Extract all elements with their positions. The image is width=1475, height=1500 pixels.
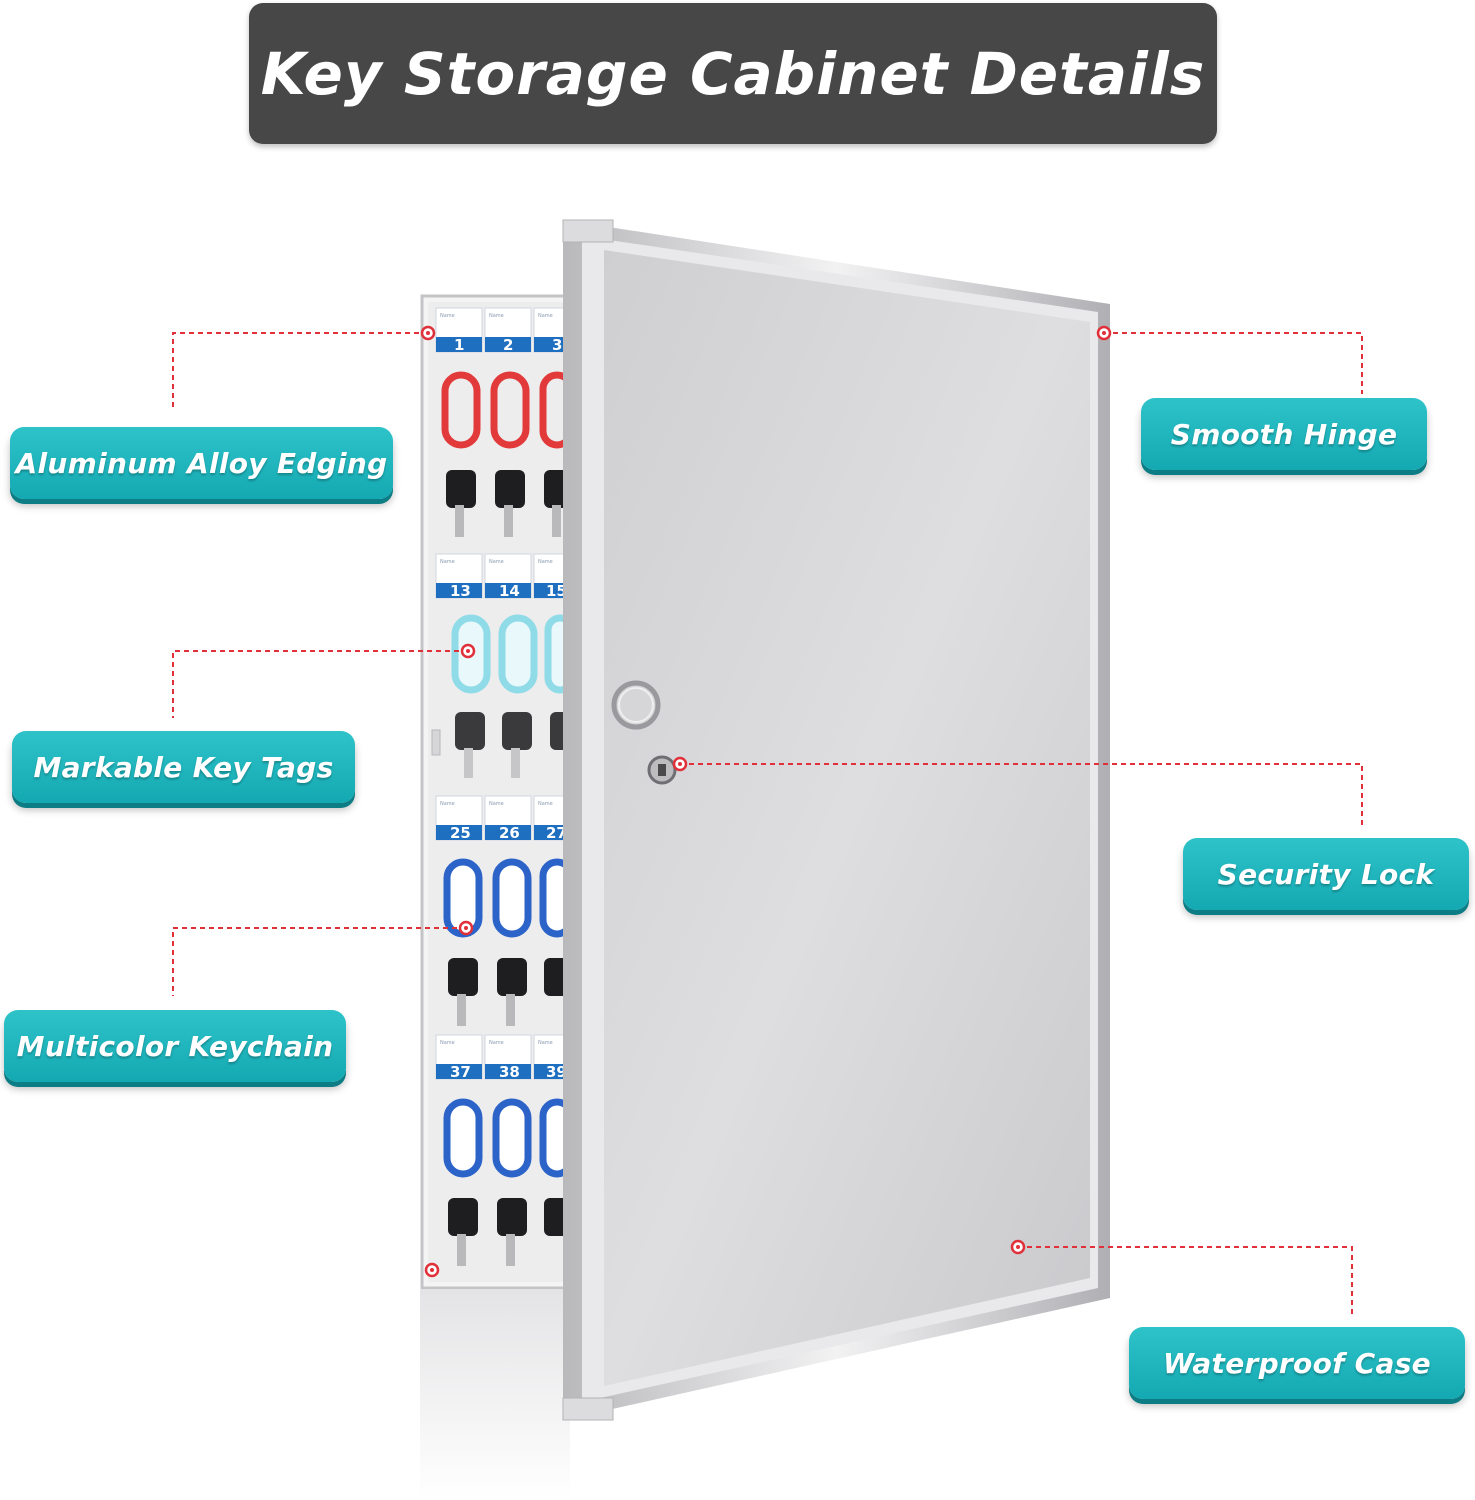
slot-row-3: Name 25 Name 26 Name 27 [435,795,571,842]
slot-number: 27 [546,824,567,842]
slot-number: 25 [450,824,471,842]
slot-name-label: Name [489,313,504,319]
callout-label: Smooth Hinge [1170,417,1398,451]
page-title: Key Storage Cabinet Details [260,39,1206,108]
callout-multicolor-keychain: Multicolor Keychain [4,1010,346,1082]
slot-name-label: Name [440,801,455,807]
slot-name-label: Name [440,313,455,319]
slot-name-label: Name [489,559,504,565]
slot-number: 1 [454,336,464,354]
leader-lines [172,332,1363,1318]
slot-number: 15 [546,582,567,600]
slot-number: 14 [499,582,520,600]
slot-row-1: Name 1 Name 2 Name 3 [435,307,571,354]
leader-markers [420,325,1112,1278]
leader-line-waterproof [1018,1246,1353,1318]
slot-name-label: Name [440,1040,455,1046]
slot-name-label: Name [538,801,553,807]
cabinet-interior: Name 1 Name 2 Name 3 Name 13 Name 14 Nam… [420,294,576,1290]
title-banner: Key Storage Cabinet Details [249,3,1217,144]
leader-line-lock [680,763,1363,828]
slot-number: 2 [503,336,513,354]
leader-line-keychain [172,927,466,996]
slot-number: 37 [450,1063,471,1081]
lock-icon [611,680,677,785]
callout-smooth-hinge: Smooth Hinge [1141,398,1427,470]
callout-label: Multicolor Keychain [16,1029,334,1063]
callout-markable-key-tags: Markable Key Tags [12,731,355,803]
slot-name-label: Name [538,1040,553,1046]
slot-name-label: Name [538,313,553,319]
floor-reflection [420,1290,570,1500]
cabinet-door [562,219,1110,1421]
callout-label: Security Lock [1217,857,1435,891]
callout-security-lock: Security Lock [1183,838,1469,910]
slot-name-label: Name [538,559,553,565]
leader-line-aluminum-edging [172,332,428,410]
slot-number: 38 [499,1063,520,1081]
slot-number: 3 [552,336,562,354]
slot-number: 13 [450,582,471,600]
leader-line-hinge [1104,332,1363,394]
slot-name-label: Name [489,1040,504,1046]
callout-label: Markable Key Tags [33,750,334,784]
slot-number: 39 [546,1063,567,1081]
slot-row-2: Name 13 Name 14 Name 15 [435,553,571,600]
callout-label: Waterproof Case [1163,1346,1431,1380]
slot-name-label: Name [440,559,455,565]
callout-waterproof-case: Waterproof Case [1129,1327,1465,1399]
slot-name-label: Name [489,801,504,807]
callout-aluminum-alloy-edging: Aluminum Alloy Edging [10,427,393,499]
slot-row-4: Name 37 Name 38 Name 39 [435,1034,571,1081]
slot-number: 26 [499,824,520,842]
callout-label: Aluminum Alloy Edging [15,446,388,480]
